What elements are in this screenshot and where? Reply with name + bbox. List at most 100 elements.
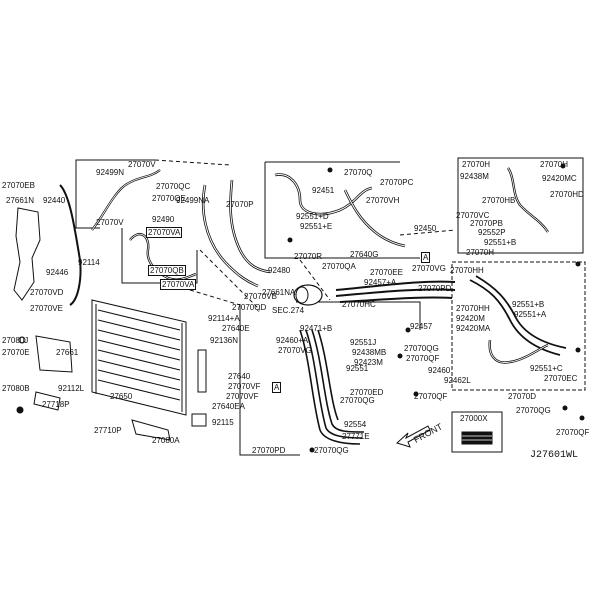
inset-title: 27000X	[460, 414, 488, 423]
part-label: 27070ED	[350, 388, 384, 397]
bracket-27661	[35, 335, 73, 373]
part-label: 92114+A	[208, 314, 240, 323]
bracket-panel-27661n	[13, 207, 41, 301]
part-label: 92112L	[58, 384, 85, 393]
part-label: 27070VB	[244, 292, 277, 301]
part-label: 92136N	[210, 336, 239, 345]
box-frame-lower-center	[239, 305, 300, 456]
receiver-27640	[197, 349, 207, 393]
hose-left-vertical	[59, 184, 82, 306]
part-label: 27070VH	[366, 196, 400, 205]
part-label: 27070QG	[516, 406, 551, 415]
part-label: 92115	[212, 418, 234, 427]
part-label: 27640G	[350, 250, 379, 259]
part-label: 92551	[346, 364, 369, 373]
part-label: 92446	[46, 268, 69, 277]
part-label: 92551+E	[300, 222, 333, 231]
part-label: 27070EE	[370, 268, 403, 277]
part-label: 92460+A	[276, 336, 309, 345]
part-label: 27661NA	[262, 288, 296, 297]
part-label: 27070VG	[278, 346, 312, 355]
part-label: 27070VD	[30, 288, 64, 297]
part-label: 27070QG	[314, 446, 349, 455]
part-label: 27070V	[128, 160, 156, 169]
callout-a: A	[272, 382, 282, 393]
part-label: 27070VG	[412, 264, 446, 273]
part-label: 27080J	[2, 336, 29, 345]
part-label: 27070VE	[30, 304, 63, 313]
part-label: 27640EA	[212, 402, 245, 411]
part-label: 27640E	[222, 324, 250, 333]
part-label: 27070EC	[544, 374, 578, 383]
leader-line	[199, 249, 261, 311]
part-label: 27070HC	[342, 300, 376, 309]
leader-line	[299, 259, 331, 301]
part-label: 92552P	[478, 228, 506, 237]
part-label: 92490	[152, 215, 175, 224]
part-label: 92551+A	[514, 310, 547, 319]
part-label: 92480	[268, 266, 291, 275]
pipe-bundle-lower	[299, 329, 365, 445]
box-frame-right-top	[457, 157, 584, 254]
part-label: 92438M	[460, 172, 489, 181]
part-label: 27070V	[96, 218, 124, 227]
part-label: 27070QG	[340, 396, 375, 405]
inset-box	[451, 411, 503, 453]
part-label: 92471+B	[300, 324, 333, 333]
bracket-27710p	[131, 419, 171, 441]
part-label: 27070H	[540, 160, 569, 169]
part-label: 92457+A	[364, 278, 397, 287]
part-label: 27650	[110, 392, 133, 401]
part-label: 92450	[414, 224, 437, 233]
part-label: 27070QB	[148, 265, 186, 276]
part-label: 27070PB	[470, 219, 503, 228]
part-label: 27070QE	[152, 194, 186, 203]
part-label: 27070D	[508, 392, 537, 401]
part-label: 92420M	[456, 314, 485, 323]
part-label: 27070QD	[232, 303, 267, 312]
part-label: 27070HH	[456, 304, 490, 313]
part-label: 92554	[344, 420, 367, 429]
part-label: 27070R	[294, 252, 323, 261]
part-label: 92460	[428, 366, 451, 375]
part-label: 92551+B	[512, 300, 545, 309]
part-label: 27070PD	[418, 284, 452, 293]
sec-reference: SEC.274	[272, 306, 305, 315]
leader-line	[154, 159, 231, 166]
box-frame-right-dashed	[451, 261, 586, 391]
part-label: 27070P	[226, 200, 254, 209]
hose-92499na	[229, 179, 271, 274]
part-label: 27070VA	[146, 227, 183, 238]
part-label: 92462L	[444, 376, 471, 385]
part-label: 27070E	[2, 348, 30, 357]
box-frame-top-middle	[264, 162, 420, 259]
leader-line	[399, 229, 456, 236]
part-label: 27070PC	[380, 178, 414, 187]
part-label: 27080B	[2, 384, 30, 393]
part-label: 27070QG	[404, 344, 439, 353]
part-label: 92499NA	[176, 196, 210, 205]
part-label: 27070Q	[344, 168, 373, 177]
part-label: 27070PD	[252, 446, 286, 455]
leader-line	[189, 289, 241, 306]
condenser-27650	[91, 299, 187, 416]
part-label: 27661	[56, 348, 79, 357]
part-label: 27070HB	[482, 196, 516, 205]
bracket-92112l	[33, 391, 61, 411]
part-label: 92551+D	[296, 212, 329, 221]
part-label: 27070H	[466, 248, 495, 257]
part-label: 27070QA	[322, 262, 356, 271]
part-label: 27661N	[6, 196, 35, 205]
box-frame-hose-center	[121, 228, 198, 284]
part-label: 92440	[43, 196, 66, 205]
part-label: 27070QF	[414, 392, 448, 401]
part-label: 92499N	[96, 168, 125, 177]
part-label: 27771E	[342, 432, 370, 441]
part-label: 92551+B	[484, 238, 517, 247]
bracket-92115	[191, 413, 207, 427]
part-label: 92551J	[350, 338, 377, 347]
hose-92420m	[488, 339, 549, 364]
box-frame-hose-left	[75, 159, 155, 193]
part-label: 92420MC	[542, 174, 577, 183]
box-frame-hose-left-lower	[75, 193, 100, 229]
